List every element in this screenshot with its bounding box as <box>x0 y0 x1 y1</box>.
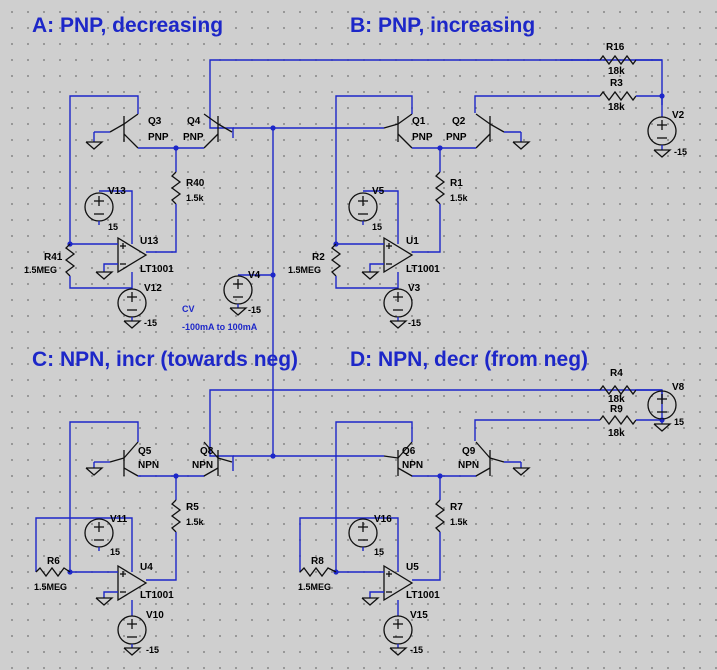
r6-label: R6 <box>47 556 60 567</box>
r2-label: R2 <box>312 252 325 263</box>
v15-value: -15 <box>410 645 423 655</box>
q3-label: Q3 <box>148 116 162 127</box>
v8-label: V8 <box>672 382 685 393</box>
v5-value: 15 <box>372 222 382 232</box>
q4-type: PNP <box>183 132 204 143</box>
q2-label: Q2 <box>452 116 466 127</box>
q5-type: NPN <box>138 460 159 471</box>
r5-label: R5 <box>186 502 199 513</box>
r4-value: 18k <box>608 394 625 405</box>
u13-label: U13 <box>140 236 159 247</box>
q2-type: PNP <box>446 132 467 143</box>
r16-value: 18k <box>608 66 625 77</box>
r40-label: R40 <box>186 178 205 189</box>
title-c: C: NPN, incr (towards neg) <box>32 348 298 371</box>
v4-value: -15 <box>248 305 261 315</box>
v2-value: -15 <box>674 147 687 157</box>
r3-value: 18k <box>608 102 625 113</box>
v4-label: V4 <box>248 270 261 281</box>
r2-value: 1.5MEG <box>288 265 321 275</box>
q6-label: Q6 <box>402 446 416 457</box>
q8-label: Q8 <box>200 446 214 457</box>
u13-model: LT1001 <box>140 264 174 275</box>
v3-value: -15 <box>408 318 421 328</box>
v15-label: V15 <box>410 610 428 621</box>
r6-value: 1.5MEG <box>34 582 67 592</box>
r8-value: 1.5MEG <box>298 582 331 592</box>
q6-type: NPN <box>402 460 423 471</box>
title-a: A: PNP, decreasing <box>32 14 223 37</box>
r1-label: R1 <box>450 178 463 189</box>
v10-label: V10 <box>146 610 164 621</box>
cv-range: -100mA to 100mA <box>182 322 258 332</box>
v3-label: V3 <box>408 283 421 294</box>
v2-source: V2 -15 <box>647 96 687 158</box>
v10-value: -15 <box>146 645 159 655</box>
v8-value: 15 <box>674 417 684 427</box>
q3-type: PNP <box>148 132 169 143</box>
v11-label: V11 <box>110 514 128 525</box>
u1-label: U1 <box>406 236 419 247</box>
r7-label: R7 <box>450 502 463 513</box>
q9-type: NPN <box>458 460 479 471</box>
v5-label: V5 <box>372 186 385 197</box>
title-d: D: NPN, decr (from neg) <box>350 348 588 371</box>
section-c: Q5 NPN Q8 NPN R5 1.5k V11 15 <box>34 421 233 656</box>
v11-value: 15 <box>110 547 120 557</box>
v8-source: V8 15 <box>647 382 685 432</box>
v2-label: V2 <box>672 110 685 121</box>
u5-model: LT1001 <box>406 590 440 601</box>
u5-label: U5 <box>406 562 419 573</box>
v16-value: 15 <box>374 547 384 557</box>
r3-label: R3 <box>610 78 623 89</box>
v16-label: V16 <box>374 514 392 525</box>
v13-label: V13 <box>108 186 126 197</box>
title-b: B: PNP, increasing <box>350 14 535 37</box>
u4-label: U4 <box>140 562 153 573</box>
q8-type: NPN <box>192 460 213 471</box>
section-a: Q3 PNP Q4 PNP R40 1.5k V13 15 <box>24 95 233 329</box>
r9-label: R9 <box>610 404 623 415</box>
right-bottom-network: R4 18k R9 18k <box>560 368 663 439</box>
v12-value: -15 <box>144 318 157 328</box>
r9-value: 18k <box>608 428 625 439</box>
r41-label: R41 <box>44 252 63 263</box>
q1-type: PNP <box>412 132 433 143</box>
r7-value: 1.5k <box>450 517 469 527</box>
q5-label: Q5 <box>138 446 152 457</box>
v13-value: 15 <box>108 222 118 232</box>
r41-value: 1.5MEG <box>24 265 57 275</box>
q9-label: Q9 <box>462 446 476 457</box>
right-top-network: R16 18k R3 18k <box>560 42 662 113</box>
u4-model: LT1001 <box>140 590 174 601</box>
q4-label: Q4 <box>187 116 201 127</box>
q1-label: Q1 <box>412 116 426 127</box>
r5-value: 1.5k <box>186 517 205 527</box>
section-d: Q6 NPN Q9 NPN R7 1.5k V16 15 <box>298 421 531 656</box>
r40-value: 1.5k <box>186 193 205 203</box>
r4-label: R4 <box>610 368 623 379</box>
r8-label: R8 <box>311 556 324 567</box>
v12-label: V12 <box>144 283 162 294</box>
section-b: Q1 PNP Q2 PNP R1 1.5k V5 15 <box>288 95 531 329</box>
r1-value: 1.5k <box>450 193 469 203</box>
u1-model: LT1001 <box>406 264 440 275</box>
v4-cv-source: V4 -15 CV -100mA to 100mA <box>182 270 261 332</box>
r16-label: R16 <box>606 42 625 53</box>
cv-label: CV <box>182 304 195 314</box>
